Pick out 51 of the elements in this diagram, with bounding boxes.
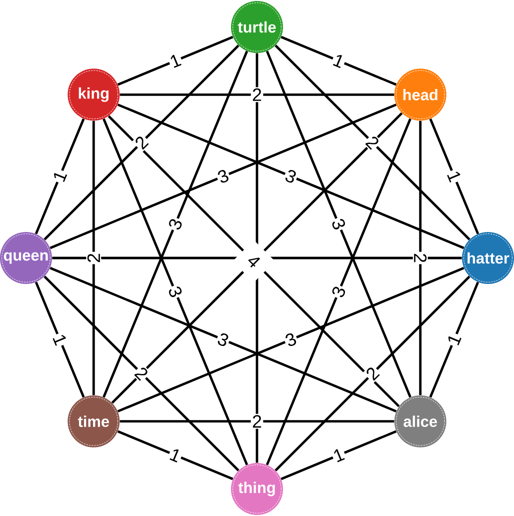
falling-line [50,266,397,412]
edge-label: 2 [132,132,152,152]
rising-line [44,44,240,240]
edge-label: 2 [362,364,382,384]
edge-label: 4 [232,240,275,282]
edge-label: 3 [214,166,232,186]
edge-label: 3 [329,216,348,233]
edge-label: 2 [412,252,428,264]
rising-line [280,430,397,480]
rising-line [34,118,85,234]
falling-line [274,44,470,240]
edge-label: 1 [50,168,69,185]
rising-line [50,104,397,250]
edge-label: 1 [445,168,464,185]
edge-label: 2 [86,252,102,264]
rising-line [117,36,234,86]
edge-label: 1 [445,331,464,348]
vertical-line [92,120,95,396]
edge-label: 1 [166,52,184,70]
falling-line [102,118,248,466]
falling-line [44,276,240,472]
edge-label: 1 [330,446,348,464]
edge-label: 2 [250,414,264,429]
vertical-line [419,120,422,396]
horizontal-line [120,420,394,423]
falling-line [429,118,480,234]
rising-line [266,118,412,466]
vertical-line [256,53,258,463]
horizontal-line [120,93,394,96]
edge-label: 3 [214,330,232,349]
edge-label: 3 [282,166,300,186]
edge-label: 3 [282,330,300,349]
rising-line [274,276,470,472]
rising-line [429,282,480,398]
edge-label: 3 [166,283,185,300]
edge-label: 2 [132,364,152,384]
falling-line [34,282,85,398]
falling-line [280,36,397,86]
edge-label: 3 [166,216,185,233]
edge-label: 2 [250,87,264,102]
edge-label: 1 [50,331,69,348]
rising-line [102,50,248,398]
edge-label: 1 [330,52,348,70]
edge-label: 2 [362,132,382,152]
edge-label: 3 [329,283,348,300]
edge-label: 1 [166,446,184,464]
rising-line [117,266,464,412]
falling-line [117,104,464,250]
falling-line [266,50,412,398]
falling-line [117,430,234,480]
horizontal-line [52,256,462,260]
